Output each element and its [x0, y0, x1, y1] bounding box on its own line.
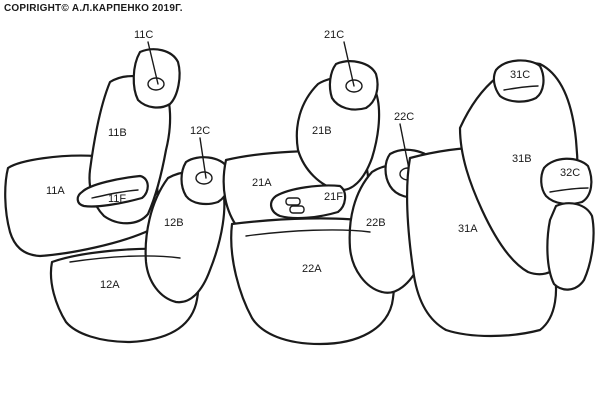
label-31B: 31B [512, 153, 532, 165]
seat-11 [4, 41, 181, 258]
seat-11-armrest-line [91, 189, 139, 199]
label-31C: 31C [510, 69, 530, 81]
seat-11-armrest [76, 174, 149, 208]
seat-21-armrest-cupholder-2 [289, 205, 305, 214]
seat-21-headrest-leader [343, 41, 355, 87]
label-21C: 21C [324, 29, 344, 41]
label-31A: 31A [458, 223, 478, 235]
seat-12 [49, 137, 231, 344]
seat-12-headrest-hole [195, 171, 213, 185]
label-22A: 22A [302, 263, 322, 275]
label-12C: 12C [190, 125, 210, 137]
seat-11-headrest-leader [147, 41, 159, 85]
seat-12-headrest-leader [199, 137, 207, 179]
label-11F: 11F [108, 193, 126, 205]
label-21B: 21B [312, 125, 332, 137]
seat-31-headrest [492, 59, 545, 103]
seat-21 [222, 41, 381, 232]
label-12A: 12A [100, 279, 120, 291]
seat-21-armrest-cupholder-1 [285, 197, 301, 206]
seat-32-headrest [540, 157, 593, 206]
label-22B: 22B [366, 217, 386, 229]
label-21F: 21F [324, 191, 343, 203]
seat-12-seam [69, 255, 181, 263]
seat-32-headrest-line [549, 187, 589, 193]
label-11A: 11A [46, 185, 65, 197]
label-21A: 21A [252, 177, 272, 189]
seat-31-headrest-line [503, 85, 539, 91]
seat-32-backrest [546, 202, 595, 291]
copyright-notice: COPIRIGHT© А.Л.КАРПЕНКО 2019Г. [4, 3, 183, 14]
seat-11-headrest-hole [147, 77, 165, 91]
label-22C: 22C [394, 111, 414, 123]
label-11B: 11B [108, 127, 127, 139]
label-32C: 32C [560, 167, 580, 179]
seat-32 [540, 157, 595, 291]
seat-22-seam [245, 229, 371, 237]
seat-31 [405, 59, 579, 338]
label-11C: 11C [134, 29, 153, 41]
label-12B: 12B [164, 217, 184, 229]
